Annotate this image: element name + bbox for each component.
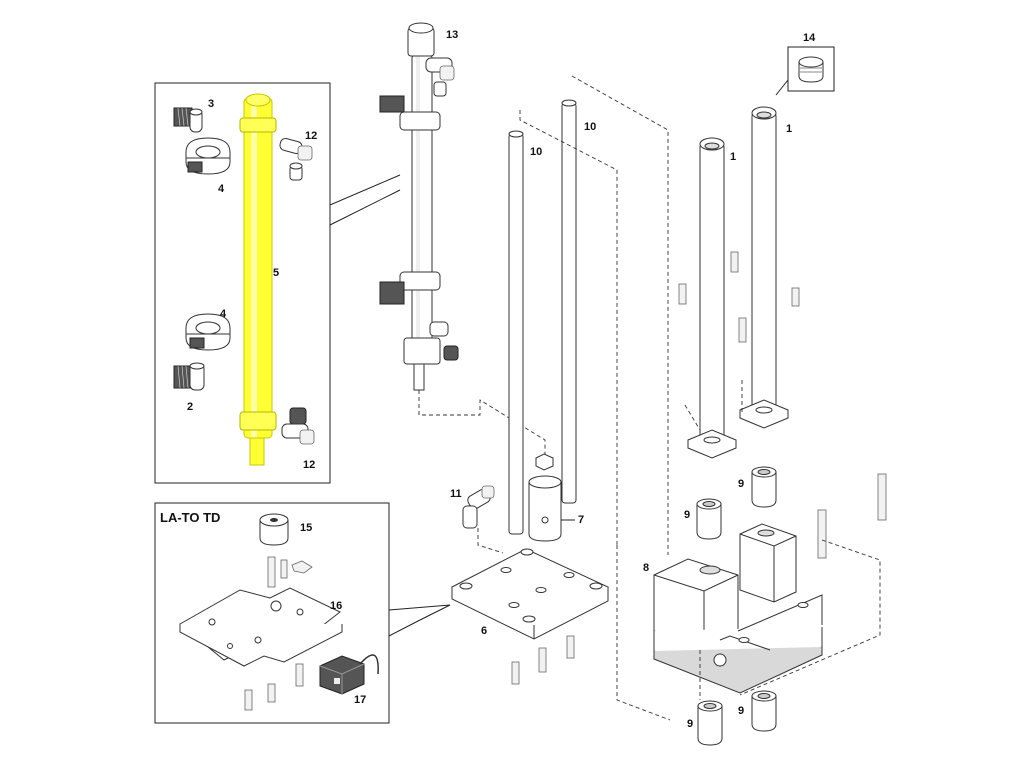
part-5-highlighted-cylinder[interactable] <box>239 93 277 466</box>
part-3-detent-screw[interactable] <box>173 107 203 133</box>
part-10-guide-rod-right[interactable] <box>561 99 577 504</box>
label-8: 8 <box>643 562 649 574</box>
label-9-lower-right: 9 <box>738 705 744 717</box>
label-6: 6 <box>481 625 487 637</box>
label-4-lower: 4 <box>220 308 227 320</box>
assembly-path-13 <box>418 390 546 460</box>
label-14: 14 <box>803 32 816 44</box>
part-2-detent-screw-lower[interactable] <box>173 362 205 391</box>
assembly-path-rod-left <box>519 110 618 545</box>
part-9-bushing-upper-left[interactable] <box>696 498 722 540</box>
part-12-fitting-lower[interactable] <box>281 407 315 445</box>
part-14-end-cap[interactable] <box>787 46 835 92</box>
la-to-td-detail-box: LA-TO TD <box>154 502 451 724</box>
part-4-clamp-ring-lower[interactable] <box>185 313 231 351</box>
label-2: 2 <box>187 401 193 413</box>
part-1-tube-left[interactable] <box>687 137 737 459</box>
part-16-mounting-plate[interactable] <box>179 587 343 667</box>
label-9-upper-left: 9 <box>684 509 690 521</box>
assembly-path-rod-right <box>571 75 669 555</box>
part-15-spacer[interactable] <box>259 513 289 546</box>
part-9-bushing-lower-left[interactable] <box>697 700 723 746</box>
part-10-guide-rod-left[interactable] <box>508 130 524 535</box>
label-16: 16 <box>330 600 342 612</box>
part-17-sensor[interactable] <box>319 654 379 695</box>
label-9-upper-right: 9 <box>738 478 744 490</box>
part-12-fitting-upper[interactable] <box>279 137 313 181</box>
label-11: 11 <box>450 488 462 500</box>
label-13: 13 <box>446 29 458 41</box>
tube-mounting-screws <box>678 251 887 559</box>
detail-view-cylinder: 3 4 12 5 4 2 12 <box>154 82 401 484</box>
screw-set-la-to <box>244 556 313 711</box>
label-1-right: 1 <box>786 123 792 135</box>
base-plate-screws <box>511 635 575 685</box>
assembly-path-rod-left-lower <box>616 545 671 721</box>
label-7: 7 <box>578 514 584 526</box>
part-7-stop-block[interactable] <box>528 475 562 542</box>
label-3: 3 <box>208 98 214 110</box>
label-1-left: 1 <box>730 151 736 163</box>
label-17: 17 <box>354 694 366 706</box>
label-12-upper: 12 <box>305 130 317 142</box>
part-11-elbow-fitting[interactable] <box>462 485 495 529</box>
hex-nut <box>535 453 554 471</box>
part-13-cylinder-assembly[interactable] <box>379 22 459 391</box>
label-15: 15 <box>300 522 312 534</box>
label-12-lower: 12 <box>303 459 315 471</box>
part-4-clamp-ring-upper[interactable] <box>185 137 231 175</box>
la-to-td-title: LA-TO TD <box>160 510 220 525</box>
part-9-bushing-lower-right[interactable] <box>751 690 777 732</box>
part-6-base-plate[interactable] <box>450 548 610 640</box>
label-5: 5 <box>273 267 279 279</box>
part-1-tube-right[interactable] <box>739 106 789 429</box>
label-4-upper: 4 <box>218 183 225 195</box>
part-9-bushing-upper-right[interactable] <box>751 466 777 508</box>
label-10-right: 10 <box>584 121 596 133</box>
label-10-left: 10 <box>530 146 542 158</box>
assembly-path-tube-left <box>684 404 701 431</box>
part-8-bearing-block[interactable] <box>653 523 823 694</box>
label-9-lower-left: 9 <box>687 718 693 730</box>
assembly-path-11 <box>477 528 504 554</box>
assembly-path-block-right <box>739 539 881 696</box>
